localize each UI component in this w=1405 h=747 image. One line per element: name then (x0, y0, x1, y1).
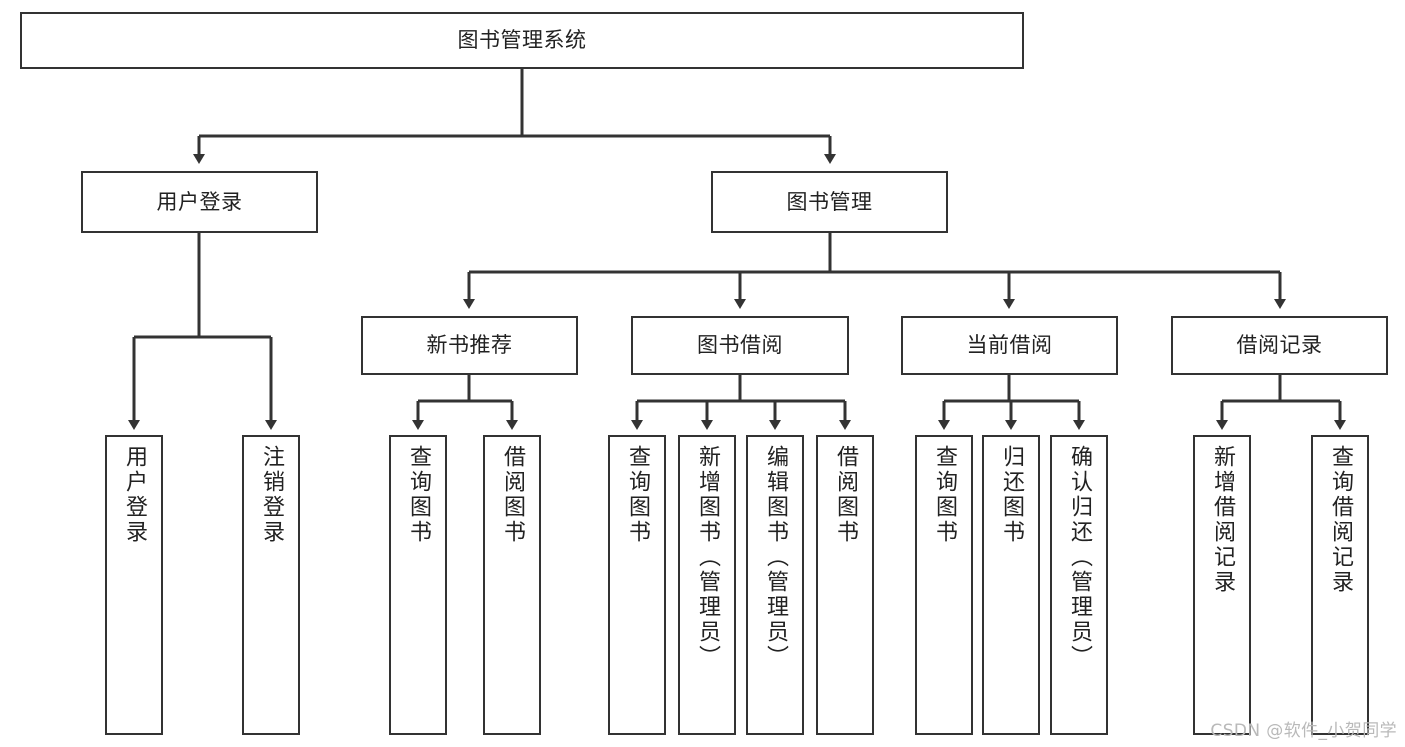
node-leaf-borrow-book-2[interactable]: 借阅图书 (816, 435, 874, 735)
node-root-label: 图书管理系统 (457, 28, 587, 53)
node-leaf-confirm-return-label: 确认归还（管理员） (1066, 445, 1092, 670)
node-root[interactable]: 图书管理系统 (20, 12, 1024, 69)
connector-book-manage-to-level3 (463, 233, 1286, 309)
node-leaf-return-book[interactable]: 归还图书 (982, 435, 1040, 735)
node-leaf-borrow-book-1-label: 借阅图书 (499, 445, 525, 545)
connector-new-book-rec-to-leaves (412, 375, 518, 430)
node-current-borrow-label: 当前借阅 (966, 333, 1053, 358)
node-borrow-record[interactable]: 借阅记录 (1171, 316, 1388, 375)
node-leaf-logout[interactable]: 注销登录 (242, 435, 300, 735)
node-leaf-edit-book-label: 编辑图书（管理员） (762, 445, 788, 670)
node-leaf-confirm-return[interactable]: 确认归还（管理员） (1050, 435, 1108, 735)
node-leaf-query-record-label: 查询借阅记录 (1327, 445, 1353, 595)
node-user-login-label: 用户登录 (156, 189, 243, 214)
node-leaf-query-book-1-label: 查询图书 (405, 445, 431, 545)
node-leaf-logout-label: 注销登录 (258, 445, 284, 545)
node-book-manage[interactable]: 图书管理 (711, 171, 948, 233)
node-leaf-add-record[interactable]: 新增借阅记录 (1193, 435, 1251, 735)
connector-root-to-level2 (193, 69, 836, 164)
connector-borrow-record-to-leaves (1216, 375, 1346, 430)
node-leaf-borrow-book-2-label: 借阅图书 (832, 445, 858, 545)
connector-book-borrow-to-leaves (631, 375, 851, 430)
node-new-book-rec[interactable]: 新书推荐 (361, 316, 578, 375)
node-leaf-edit-book[interactable]: 编辑图书（管理员） (746, 435, 804, 735)
node-current-borrow[interactable]: 当前借阅 (901, 316, 1118, 375)
node-leaf-user-login[interactable]: 用户登录 (105, 435, 163, 735)
node-new-book-rec-label: 新书推荐 (426, 333, 513, 358)
node-leaf-add-book[interactable]: 新增图书（管理员） (678, 435, 736, 735)
node-book-manage-label: 图书管理 (786, 189, 873, 214)
connector-user-login-to-leaves (128, 233, 277, 430)
connector-current-borrow-to-leaves (938, 375, 1085, 430)
node-leaf-query-record[interactable]: 查询借阅记录 (1311, 435, 1369, 735)
node-leaf-add-book-label: 新增图书（管理员） (694, 445, 720, 670)
node-user-login[interactable]: 用户登录 (81, 171, 318, 233)
node-leaf-borrow-book-1[interactable]: 借阅图书 (483, 435, 541, 735)
node-leaf-add-record-label: 新增借阅记录 (1209, 445, 1235, 595)
node-leaf-return-book-label: 归还图书 (998, 445, 1024, 545)
node-book-borrow-label: 图书借阅 (697, 333, 783, 358)
node-leaf-query-book-3[interactable]: 查询图书 (915, 435, 973, 735)
node-leaf-query-book-2[interactable]: 查询图书 (608, 435, 666, 735)
node-leaf-query-book-1[interactable]: 查询图书 (389, 435, 447, 735)
node-leaf-user-login-label: 用户登录 (121, 445, 147, 545)
node-leaf-query-book-2-label: 查询图书 (624, 445, 650, 545)
node-leaf-query-book-3-label: 查询图书 (931, 445, 957, 545)
node-book-borrow[interactable]: 图书借阅 (631, 316, 849, 375)
node-borrow-record-label: 借阅记录 (1236, 333, 1323, 358)
